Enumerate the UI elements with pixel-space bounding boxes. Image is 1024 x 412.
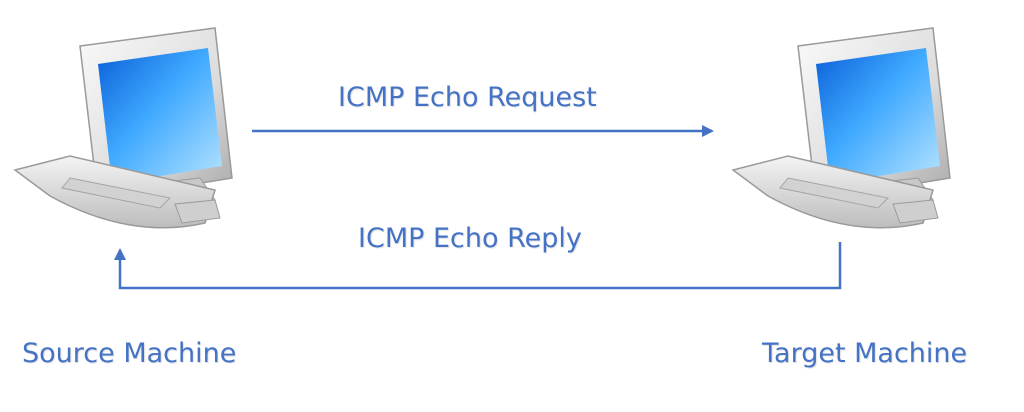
request-label: ICMP Echo Request bbox=[338, 82, 597, 113]
computer-icon bbox=[13, 27, 233, 229]
reply-label: ICMP Echo Reply bbox=[358, 223, 582, 254]
reply-arrow bbox=[114, 242, 842, 290]
target-machine-label: Target Machine bbox=[762, 338, 968, 369]
computer-icon bbox=[731, 27, 951, 229]
source-machine-label: Source Machine bbox=[22, 338, 237, 369]
